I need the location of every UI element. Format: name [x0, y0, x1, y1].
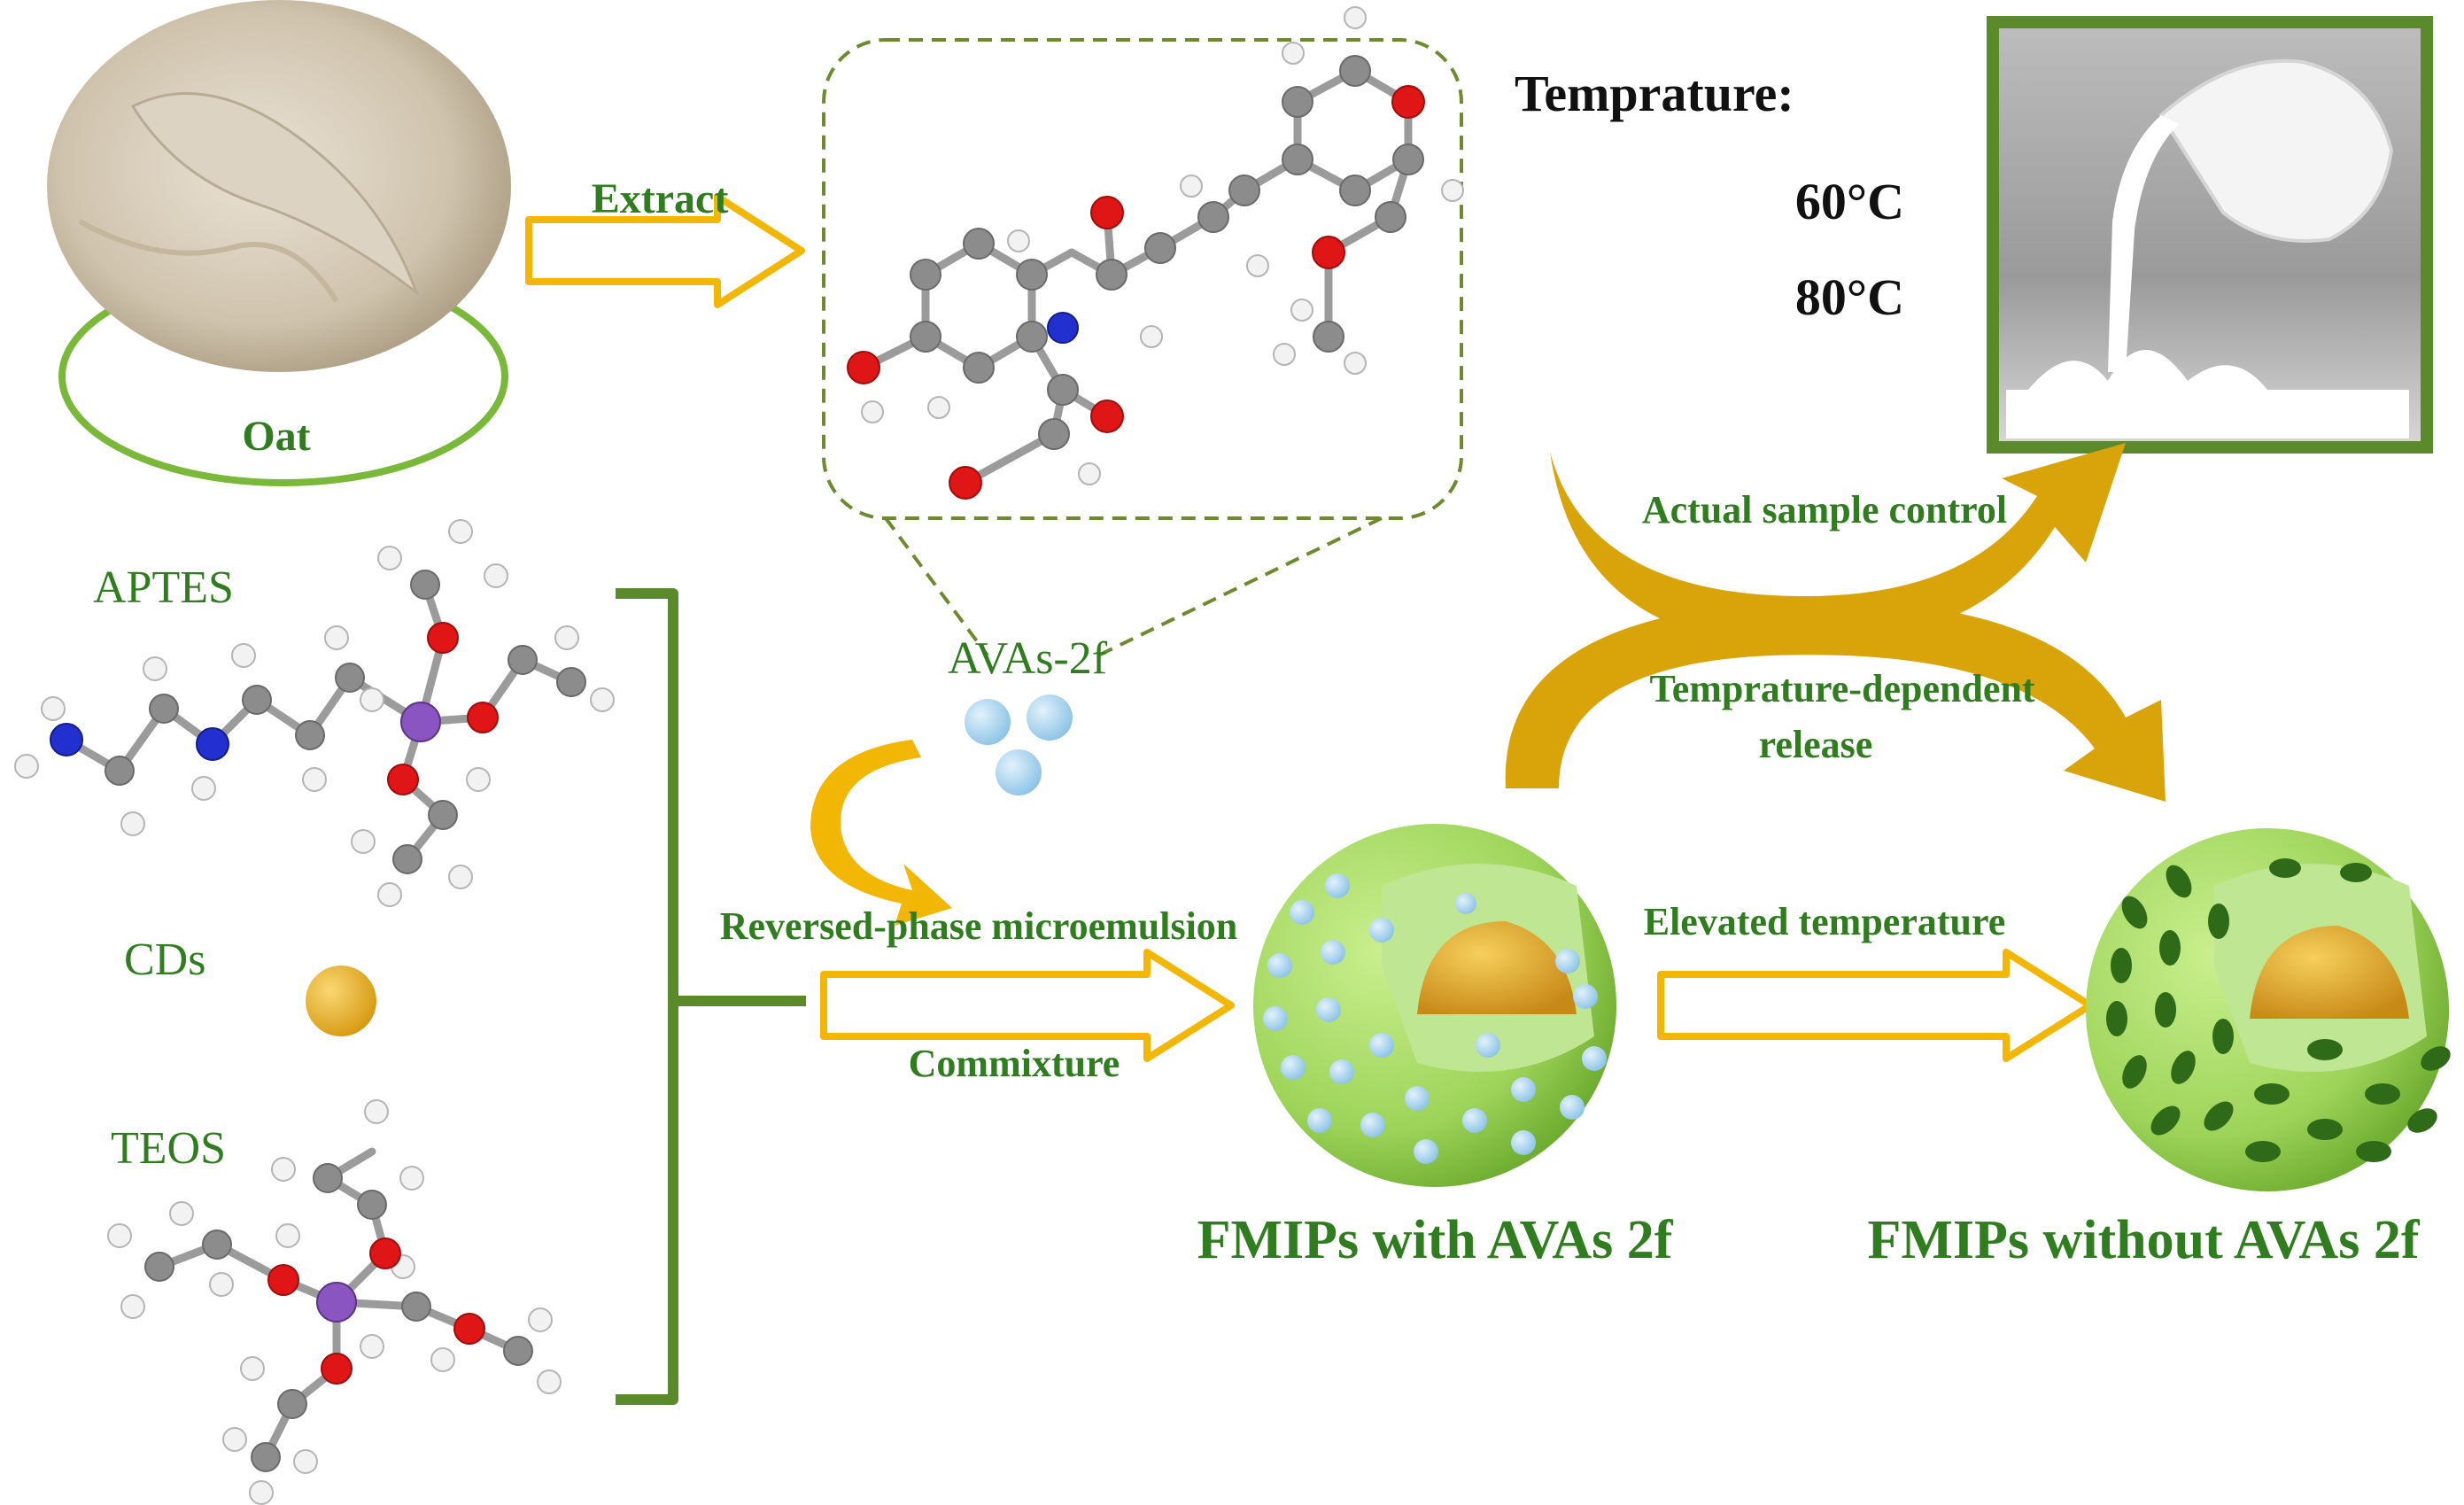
commixture-label: Commixture	[909, 1042, 1120, 1085]
core-gold	[2250, 926, 2409, 1019]
cds-particle	[306, 966, 376, 1036]
jug-shape	[2158, 58, 2394, 243]
actual-sample-control-arrow	[1550, 443, 2126, 646]
temperature-release-arrow	[1505, 601, 2166, 802]
avas-molecule	[847, 6, 1464, 500]
oat-leaf-shape	[130, 92, 420, 297]
extract-arrow: Extract	[525, 175, 805, 308]
elevated-temperature-arrow: Elevated temperature	[1644, 900, 2094, 1062]
temperature-release-label-2: release	[1759, 723, 1873, 766]
temperature-release-label-1: Temprature-dependent	[1649, 667, 2034, 710]
molecule-dashed-box	[822, 38, 1463, 520]
avas-particle	[965, 699, 1011, 745]
release-control-arrows: Actual sample control Temprature-depende…	[1505, 443, 2166, 802]
cds-label: CDs	[124, 935, 205, 985]
teos-molecule	[107, 1099, 562, 1505]
temperature-80: 80°C	[1795, 268, 1904, 326]
sphere-dots	[1263, 873, 1607, 1164]
commixture-arrow: Reversed-phase microemulsion Commixture	[720, 904, 1238, 1085]
temperature-60: 60°C	[1795, 173, 1904, 230]
elevated-label: Elevated temperature	[1644, 900, 2006, 943]
fmips-without-avas: FMIPs without AVAs 2f	[1868, 828, 2451, 1270]
milk-image	[1987, 16, 2433, 454]
temperature-title: Temprature:	[1515, 65, 1794, 122]
aptes-molecule	[14, 519, 615, 907]
reagents: APTES	[14, 519, 615, 1505]
reversed-phase-label: Reversed-phase microemulsion	[720, 904, 1238, 948]
aptes-label: APTES	[93, 562, 234, 613]
oat-illustration: Oat	[47, 0, 511, 486]
avas-molecule-callout: AVAs-2f	[822, 6, 1464, 795]
teos-label: TEOS	[111, 1123, 226, 1174]
fmips-with-label: FMIPs with AVAs 2f	[1197, 1210, 1674, 1270]
avas-label: AVAs-2f	[948, 633, 1108, 684]
temperature-block: Temprature: 60°C 80°C	[1515, 65, 1904, 326]
reagent-bracket	[616, 588, 806, 1405]
fmips-with-avas: FMIPs with AVAs 2f	[1197, 824, 1674, 1270]
extract-label: Extract	[592, 175, 729, 222]
fmips-without-label: FMIPs without AVAs 2f	[1868, 1210, 2421, 1270]
actual-sample-control-label: Actual sample control	[1642, 488, 2007, 531]
oat-label: Oat	[242, 413, 310, 460]
avas-particle	[1027, 694, 1073, 741]
core-gold	[1417, 921, 1577, 1014]
avas-curved-arrow	[810, 740, 952, 926]
avas-particle	[996, 749, 1042, 795]
sphere-holes	[2106, 858, 2451, 1162]
